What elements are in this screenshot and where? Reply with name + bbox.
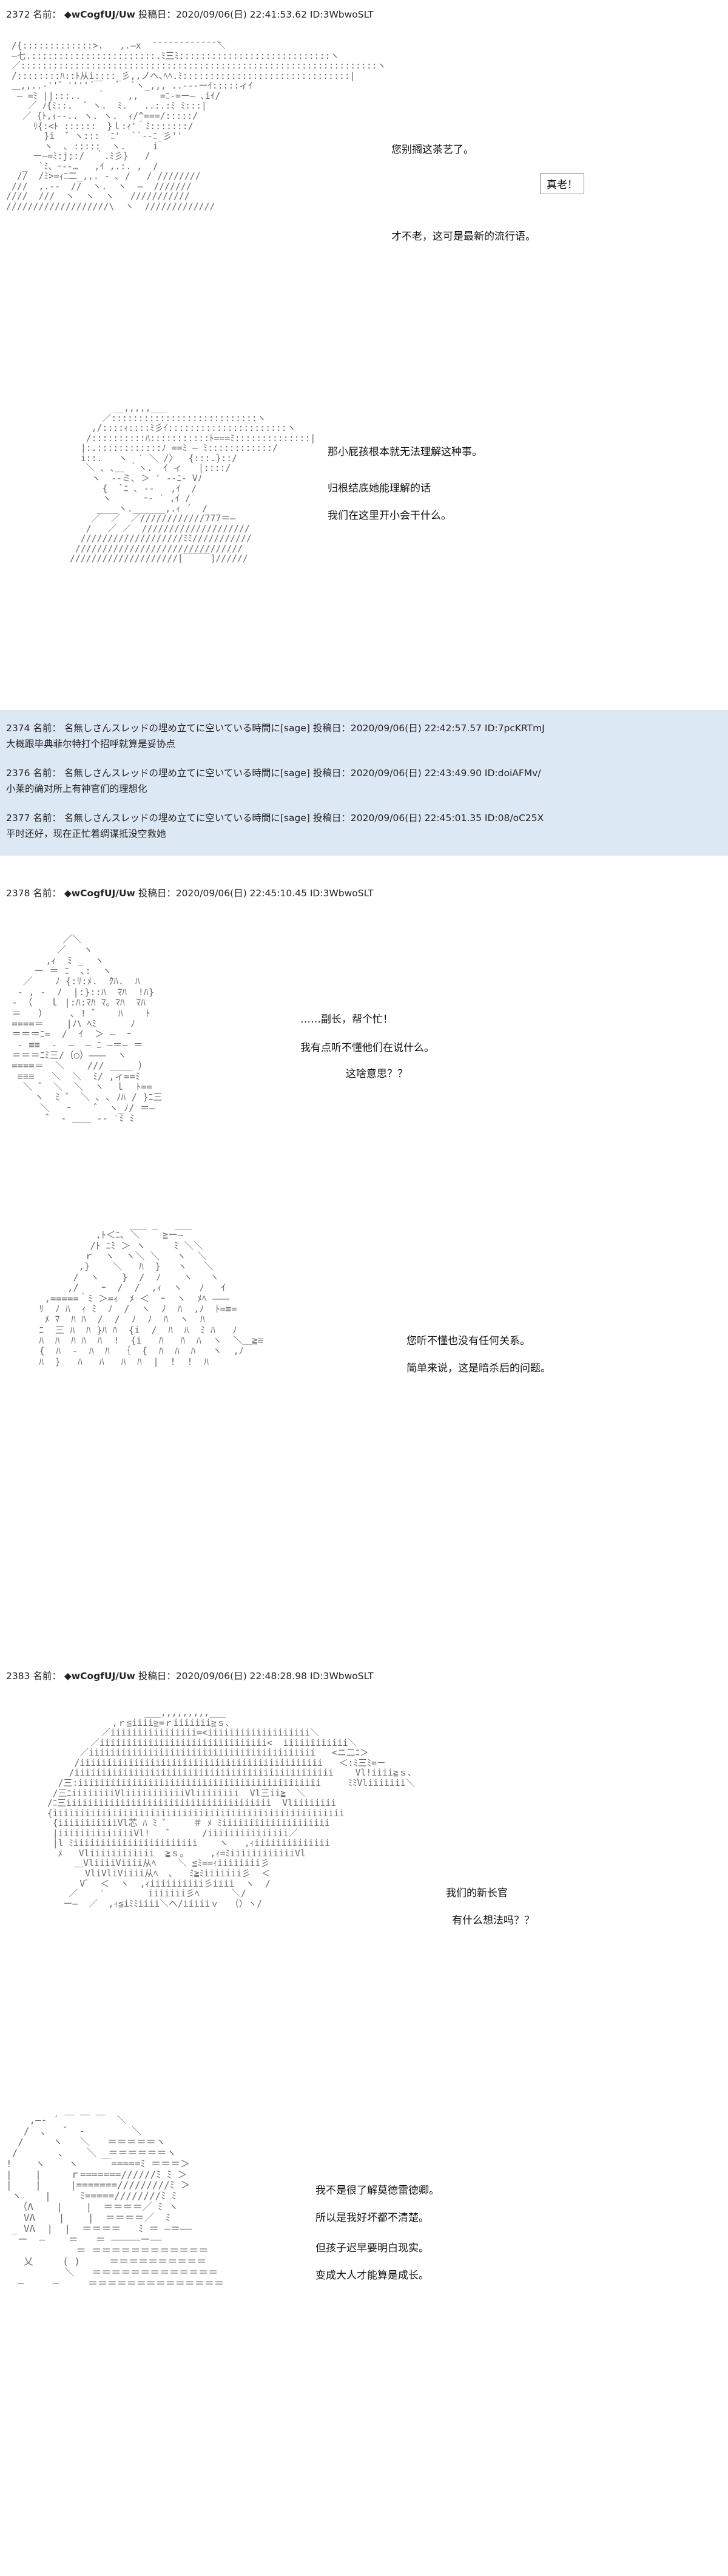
post-header: 2372 名前： ◆wCogfUJ/Uw 投稿日：2020/09/06(日) 2… <box>6 7 374 21</box>
dialog-line: 您听不懂也没有任何关系。 <box>406 1335 530 1347</box>
dialog-line: 但孩子迟早要明白现实。 <box>315 2242 429 2254</box>
post-body: 大概跟毕典菲尔特打个招呼就算是妥协点 <box>6 739 176 749</box>
name-label: 名前： <box>33 768 61 779</box>
dialog-line: ……副长，帮个忙！ <box>300 1013 393 1026</box>
ascii-art-panel: ,―‐ ´ ￣ ￣ ￣ ＼ / ､ ゛ ‐ ＼ / ヽ ＼ ＝＝＝＝＝ヽ / ､… <box>6 2114 224 2289</box>
post-header: 2383 名前： ◆wCogfUJ/Uw 投稿日：2020/09/06(日) 2… <box>6 1669 374 1682</box>
poster-name[interactable]: 名無しさんスレッドの埋め立てに空いている時間に[sage] <box>64 723 310 734</box>
post-number: 2376 <box>6 768 30 779</box>
dialog-line: 变成大人才能算是成长。 <box>315 2270 429 2282</box>
post-header: 2374 名前： 名無しさんスレッドの埋め立てに空いている時間に[sage] 投… <box>6 721 545 734</box>
dialog-line: 这啥意思？？ <box>346 1068 408 1080</box>
dialog-line: 我不是很了解莫德雷德卿。 <box>315 2185 439 2197</box>
post-number: 2372 <box>6 9 30 20</box>
dialog-line: 我们的新长官 <box>446 1887 508 1899</box>
poster-name[interactable]: 名無しさんスレッドの埋め立てに空いている時間に[sage] <box>64 768 310 779</box>
dialog-line: 那小屁孩根本就无法理解这种事。 <box>328 446 482 458</box>
ascii-art-panel: ___ _ ___ ,ﾄ＜ﾆ､ ＼ ≧ー― /ﾄ ﾆﾐ ＞ ヽ ﾐ ＼＼ ｒ ヽ… <box>39 1219 264 1367</box>
post-number: 2377 <box>6 813 30 823</box>
dialog-line: 才不老，这可是最新的流行语。 <box>391 231 536 243</box>
name-label: 名前： <box>33 9 61 20</box>
name-label: 名前： <box>33 1671 61 1682</box>
reply-block <box>0 710 728 856</box>
post-body: 小莱的确对所上有神官们的理想化 <box>6 783 147 794</box>
speech-box: 真老！ <box>540 173 584 194</box>
ascii-art-panel: ／＼ ／ ヽ ,ｨ ﾐ _ ヽ ー ＝ ﾆ ､: ヽ ／ ﾉ {:ﾘ:ﾒ. ｸﾊ… <box>12 934 163 1124</box>
post-header: 2377 名前： 名無しさんスレッドの埋め立てに空いている時間に[sage] 投… <box>6 811 544 824</box>
post-number: 2374 <box>6 723 30 734</box>
post-number: 2383 <box>6 1671 30 1682</box>
post-header: 2378 名前： ◆wCogfUJ/Uw 投稿日：2020/09/06(日) 2… <box>6 886 374 899</box>
name-label: 名前： <box>33 888 61 899</box>
name-label: 名前： <box>33 723 61 734</box>
dialog-line: 所以是我好坏都不清楚。 <box>315 2212 429 2224</box>
dialog-line: 我有点听不懂他们在说什么。 <box>300 1042 434 1054</box>
ascii-art-panel: ___,,,,,,,,,___ ,ｒ≦iiii≧=ｒiiiiiii≧ｓ、 ／ii… <box>47 1708 417 1909</box>
poster-name[interactable]: ◆wCogfUJ/Uw <box>64 9 135 20</box>
poster-name[interactable]: ◆wCogfUJ/Uw <box>64 1671 135 1682</box>
post-meta: 投稿日：2020/09/06(日) 22:45:10.45 ID:3WbwoSL… <box>138 888 374 899</box>
dialog-line: 您别搁这茶艺了。 <box>391 144 474 156</box>
post-number: 2378 <box>6 888 30 899</box>
post-body: 平时还好，现在正忙着绸谋抵没空救她 <box>6 828 166 839</box>
dialog-line: 归根结底她能理解的话 <box>328 482 431 495</box>
dialog-line: 简单来说，这是暗杀后的问题。 <box>406 1362 551 1374</box>
post-header: 2376 名前： 名無しさんスレッドの埋め立てに空いている時間に[sage] 投… <box>6 766 541 779</box>
ascii-art-panel: __,,,,,___ ／:::::::::::::::::::::::::::ヽ… <box>70 403 316 564</box>
name-label: 名前： <box>33 813 61 823</box>
ascii-art-panel: /{:::::::::::::>. ,.―x ̄ ̄ ̄ ̄ ̄ ̄ ̄ ̄ ̄… <box>6 41 386 212</box>
post-meta: 投稿日：2020/09/06(日) 22:42:57.57 ID:7pcKRTm… <box>312 723 545 734</box>
dialog-line: 我们在这里开小会干什么。 <box>328 510 451 522</box>
poster-name[interactable]: ◆wCogfUJ/Uw <box>64 888 135 899</box>
dialog-line: 有什么想法吗？？ <box>452 1915 534 1927</box>
post-meta: 投稿日：2020/09/06(日) 22:43:49.90 ID:doiAFMv… <box>312 768 541 779</box>
post-meta: 投稿日：2020/09/06(日) 22:41:53.62 ID:3WbwoSL… <box>138 9 374 20</box>
post-meta: 投稿日：2020/09/06(日) 22:45:01.35 ID:08/oC25… <box>312 813 544 823</box>
post-meta: 投稿日：2020/09/06(日) 22:48:28.98 ID:3WbwoSL… <box>138 1671 374 1682</box>
poster-name[interactable]: 名無しさんスレッドの埋め立てに空いている時間に[sage] <box>64 813 310 823</box>
